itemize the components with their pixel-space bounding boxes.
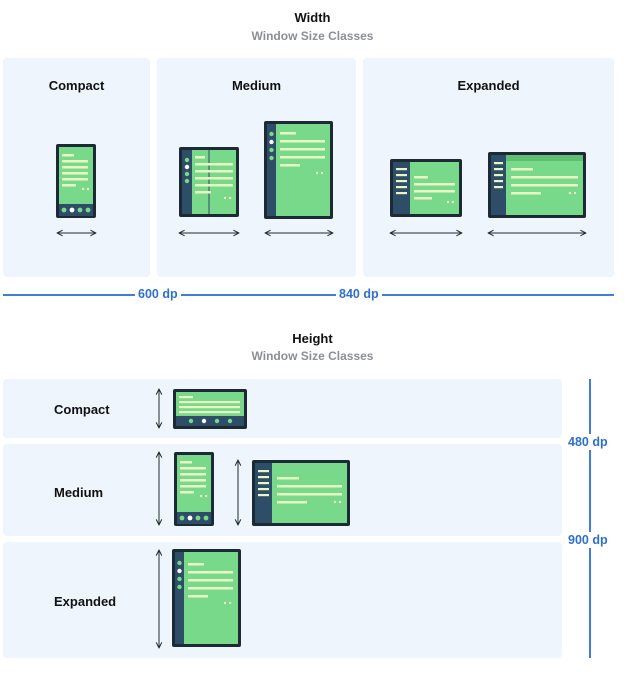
tablet-portrait-icon — [172, 549, 241, 647]
breakpoint-840-label: 840 dp — [336, 287, 382, 301]
phone-portrait-icon — [56, 144, 96, 218]
tablet-landscape-icon — [252, 460, 350, 526]
breakpoint-480-label: 480 dp — [566, 434, 610, 450]
width-breakpoint-line — [3, 294, 614, 296]
breakpoint-900-label: 900 dp — [566, 532, 610, 548]
breakpoint-600-label: 600 dp — [135, 287, 181, 301]
height-subtitle: Window Size Classes — [251, 349, 374, 363]
row-label: Expanded — [54, 594, 117, 609]
tablet-landscape-icon — [390, 159, 462, 217]
foldable-icon — [179, 147, 239, 217]
height-breakpoint-line — [589, 379, 591, 658]
panel-title: Medium — [231, 78, 282, 93]
width-title: Width — [294, 10, 331, 25]
panel-title: Compact — [48, 78, 105, 93]
desktop-icon — [488, 152, 586, 218]
height-title: Height — [292, 331, 333, 346]
panel-title: Expanded — [457, 78, 520, 93]
row-label: Compact — [54, 402, 110, 417]
height-expanded-row: Expanded — [3, 542, 562, 658]
height-compact-row: Compact — [3, 379, 562, 438]
tablet-portrait-icon — [264, 121, 333, 219]
phone-portrait-icon — [174, 452, 214, 526]
row-label: Medium — [54, 485, 104, 500]
phone-landscape-icon — [173, 389, 247, 429]
width-subtitle: Window Size Classes — [251, 29, 374, 43]
